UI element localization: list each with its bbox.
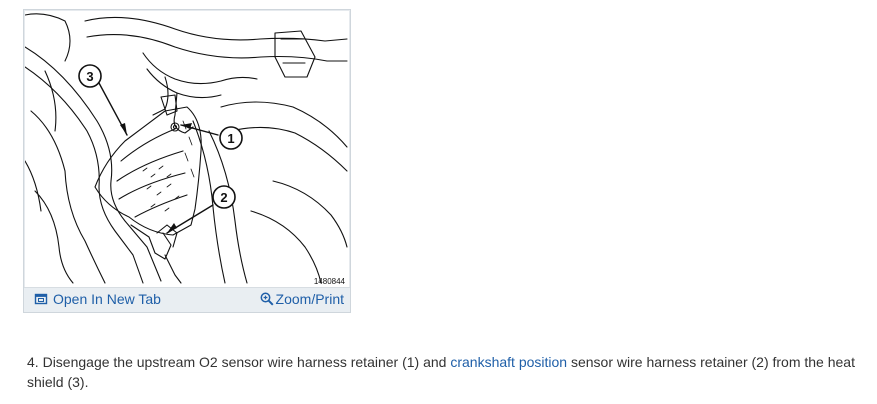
zoom-print-label: Zoom/Print xyxy=(275,291,344,307)
zoom-print-link[interactable]: Zoom/Print xyxy=(260,291,344,307)
figure-toolbar: Open In New Tab Zoom/Print xyxy=(24,287,350,312)
svg-text:3: 3 xyxy=(86,69,93,84)
step-text-after: sensor wire harness retainer (2) from th… xyxy=(27,354,855,390)
engine-line-drawing: 3 1 2 1480844 xyxy=(25,13,348,286)
svg-text:2: 2 xyxy=(220,190,227,205)
step-number: 4. xyxy=(27,354,39,370)
figure-illustration[interactable]: 3 1 2 1480844 xyxy=(25,11,349,293)
magnifier-icon xyxy=(260,292,274,306)
step-text-before: Disengage the upstream O2 sensor wire ha… xyxy=(42,354,447,370)
open-in-new-tab-label: Open In New Tab xyxy=(53,291,161,307)
figure-id-label: 1480844 xyxy=(314,277,346,286)
step-instruction: 4. Disengage the upstream O2 sensor wire… xyxy=(27,352,867,392)
svg-text:1: 1 xyxy=(227,131,234,146)
callout-3: 3 xyxy=(78,64,102,88)
open-in-new-tab-icon xyxy=(34,293,48,305)
crankshaft-position-link[interactable]: crankshaft position xyxy=(450,354,568,370)
callout-2: 2 xyxy=(212,185,236,209)
figure-card: 3 1 2 1480844 Open In New Tab xyxy=(23,9,351,313)
callout-1: 1 xyxy=(219,126,243,150)
open-in-new-tab-link[interactable]: Open In New Tab xyxy=(34,291,161,307)
